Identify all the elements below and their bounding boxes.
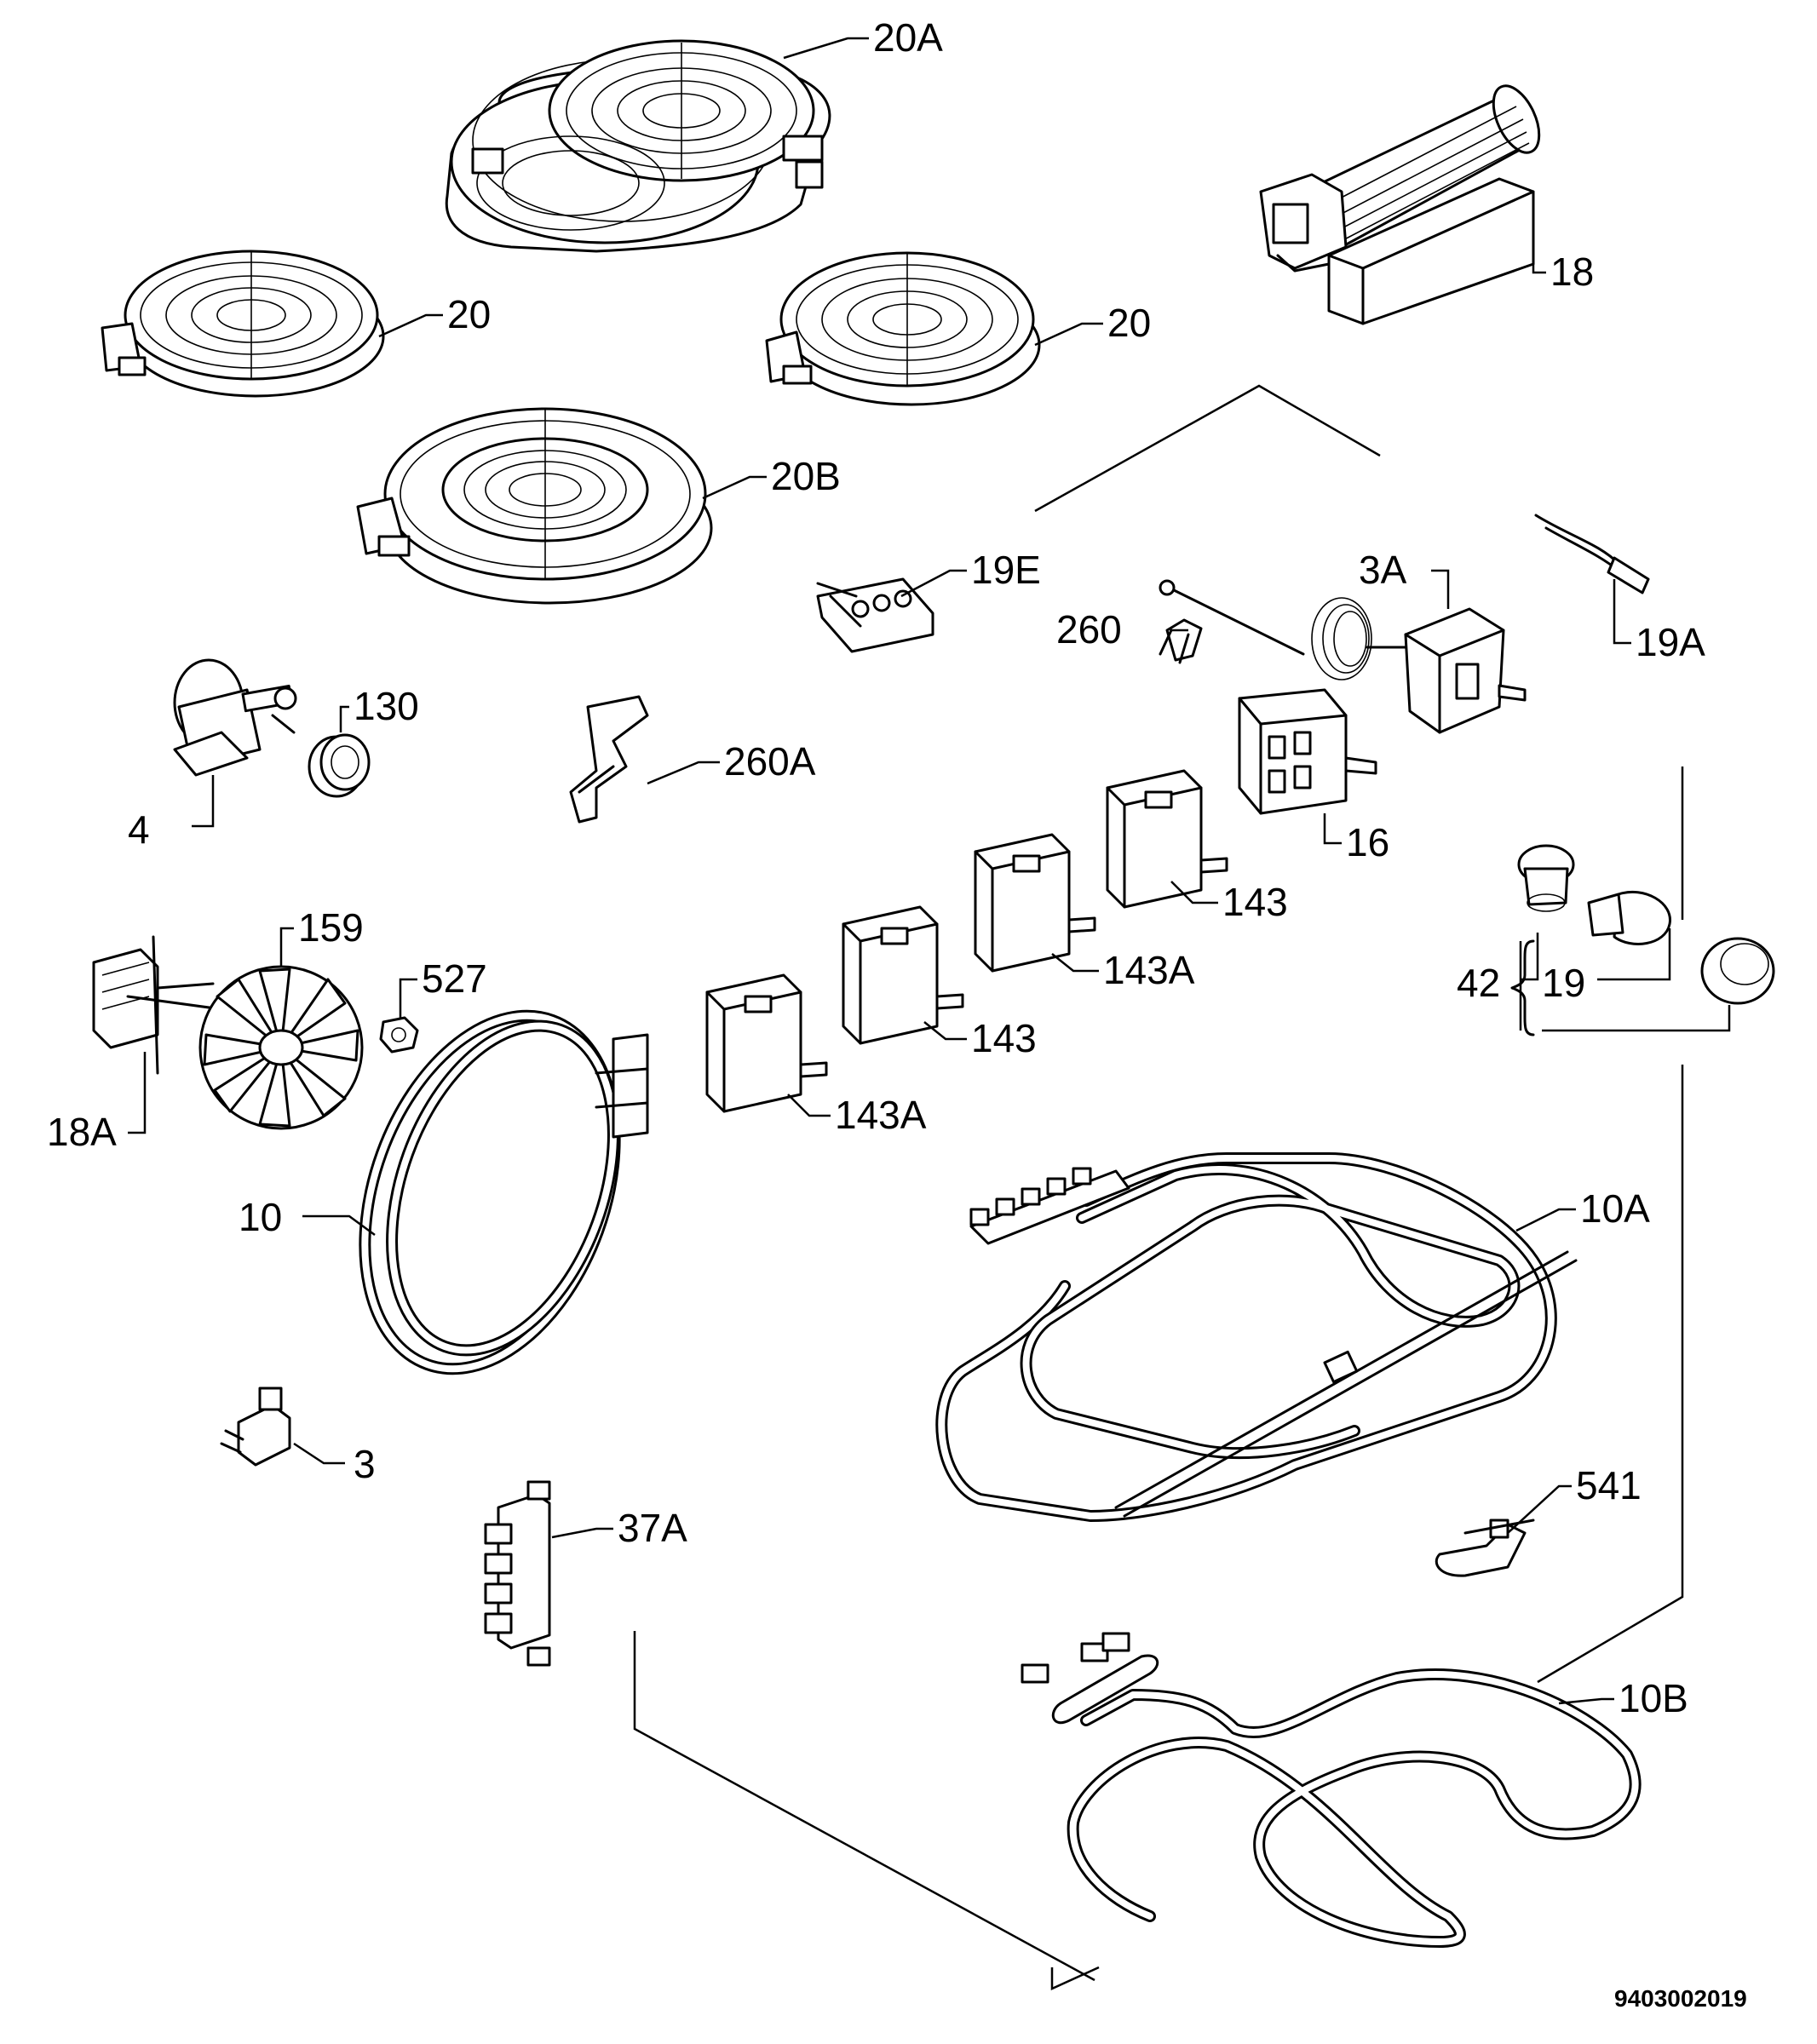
- part-159-fan-blade: [198, 965, 364, 1130]
- label-20b: 20B: [771, 454, 841, 498]
- part-143-regulator-middle: [842, 905, 964, 1045]
- part-143a-regulator-lower: [705, 973, 828, 1113]
- grouping-lines: [633, 384, 1684, 1990]
- part-19e-terminal-block: [816, 577, 934, 653]
- label-20-left: 20: [447, 292, 491, 336]
- label-4: 4: [128, 807, 150, 852]
- part-260a-bracket: [569, 695, 649, 824]
- part-10-circular-heating-element: [359, 1009, 649, 1375]
- label-143-middle: 143: [971, 1016, 1037, 1060]
- label-20-right: 20: [1107, 301, 1151, 345]
- label-18: 18: [1550, 250, 1594, 294]
- part-18a-fan-motor: [92, 935, 223, 1075]
- part-143a-regulator-upper: [974, 833, 1096, 973]
- label-10a: 10A: [1580, 1186, 1650, 1231]
- label-143a-lower: 143A: [835, 1093, 927, 1137]
- label-143a-upper: 143A: [1103, 948, 1195, 992]
- part-16-selector-switch: [1238, 688, 1377, 815]
- part-10a-grill-heating-element: [935, 1152, 1578, 1522]
- label-19a: 19A: [1636, 620, 1705, 664]
- label-260: 260: [1056, 607, 1122, 652]
- label-16: 16: [1346, 820, 1389, 864]
- part-527-nut: [379, 1016, 419, 1054]
- label-10: 10: [239, 1195, 282, 1239]
- part-20-right-heating-zone: [765, 251, 1041, 406]
- part-labels: 20A 18 20 20 20B 19E 3A 260 19A 130 4 26…: [47, 15, 1747, 2012]
- part-42-oven-lamp-holder: [1517, 844, 1575, 912]
- label-541: 541: [1576, 1463, 1642, 1507]
- label-37a: 37A: [618, 1506, 687, 1550]
- label-143-top: 143: [1222, 880, 1288, 924]
- label-20a: 20A: [873, 15, 943, 60]
- part-541-connector: [1435, 1519, 1535, 1577]
- part-20-left-heating-zone: [101, 250, 385, 398]
- part-20a-oval-heating-zone: [445, 39, 831, 253]
- part-130-bushing: [308, 733, 371, 798]
- part-lamp-cover: [1700, 937, 1775, 1005]
- label-19e: 19E: [971, 548, 1041, 592]
- part-143-regulator-top: [1106, 769, 1228, 909]
- brace-42: [1510, 939, 1535, 1036]
- label-18a: 18A: [47, 1110, 117, 1154]
- part-19a-temperature-probe: [1534, 514, 1650, 594]
- label-527: 527: [422, 956, 487, 1001]
- part-3a-thermostat: [1159, 579, 1527, 734]
- part-20b-large-heating-zone: [356, 407, 713, 605]
- label-3a: 3A: [1359, 548, 1407, 592]
- part-18-tangential-fan: [1259, 84, 1541, 325]
- label-19: 19: [1542, 961, 1585, 1005]
- part-3-thermal-cutout: [220, 1387, 291, 1467]
- label-130: 130: [354, 684, 419, 728]
- label-10b: 10B: [1619, 1676, 1688, 1720]
- label-3: 3: [354, 1442, 376, 1486]
- part-4-rotisserie-motor: [173, 658, 297, 777]
- part-19-lamp-bulb: [1587, 890, 1671, 945]
- document-number: 9403002019: [1614, 1985, 1747, 2012]
- leader-lines: [128, 37, 1731, 1705]
- label-260a: 260A: [724, 739, 816, 784]
- label-159: 159: [298, 905, 364, 950]
- part-10b-bottom-heating-element: [1021, 1632, 1642, 1948]
- label-42: 42: [1457, 961, 1500, 1005]
- part-260-clip: [1159, 618, 1203, 664]
- part-37a-terminal-block: [484, 1480, 551, 1667]
